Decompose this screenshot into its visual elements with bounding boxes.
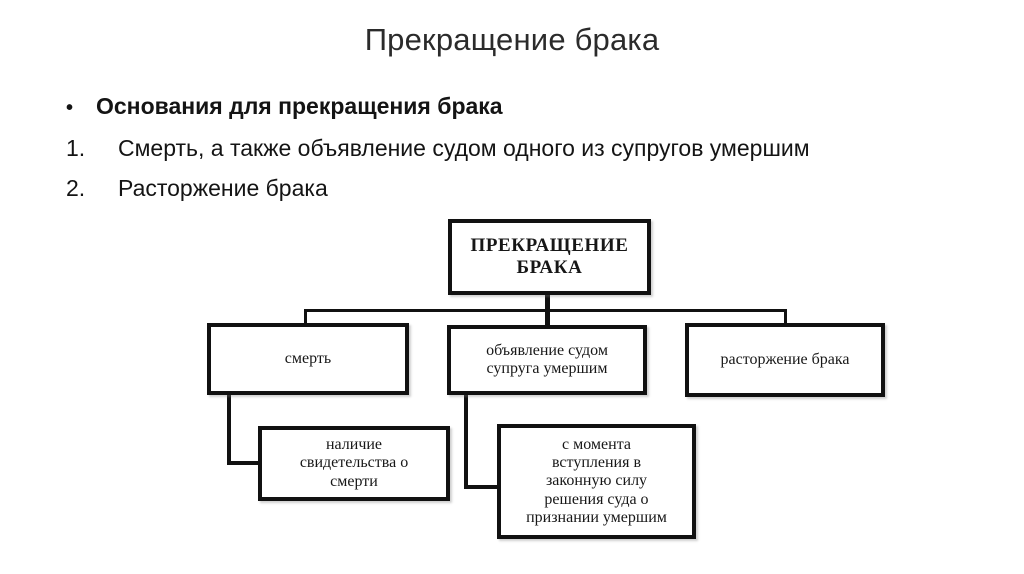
diagram-node-certificate-label: наличие свидетельства о смерти <box>294 436 414 491</box>
diagram-node-certificate-line1: наличие <box>325 435 383 453</box>
list-item-label: Смерть, а также объявление судом одного … <box>118 135 810 161</box>
diagram-node-effect: с момента вступления в законную силу реш… <box>497 424 696 539</box>
connector-declare-effect-vertical <box>464 393 468 489</box>
diagram-node-dissolve-label: расторжение брака <box>714 351 855 369</box>
diagram-node-effect-line2: вступления в <box>551 453 641 471</box>
list-item: 2. Расторжение брака <box>66 168 986 208</box>
diagram-node-root-line1: ПРЕКРАЩЕНИЕ <box>470 235 629 257</box>
diagram-node-effect-line5: признании умершим <box>526 509 667 527</box>
diagram-node-effect-line1: с момента <box>561 435 631 453</box>
diagram-node-root: ПРЕКРАЩЕНИЕ БРАКА <box>448 219 651 295</box>
diagram-node-declare: объявление судом супруга умершим <box>447 325 647 395</box>
list-item-label: Расторжение брака <box>118 175 328 201</box>
connector-death-certificate-horizontal <box>227 461 262 465</box>
connector-drop-dissolve <box>784 309 787 325</box>
list-item: 1. Смерть, а также объявление судом одно… <box>66 128 986 168</box>
list-item-number: 2. <box>66 175 86 201</box>
diagram-node-effect-line3: законную силу <box>545 472 648 490</box>
diagram-node-effect-line4: решения суда о <box>544 490 649 508</box>
diagram-node-death: смерть <box>207 323 409 395</box>
diagram-node-declare-line2: супруга умершим <box>486 360 608 377</box>
diagram-node-root-line2: БРАКА <box>516 257 583 278</box>
connector-root-stem <box>545 294 550 332</box>
connector-declare-effect-horizontal <box>464 485 501 489</box>
bullet-list: • Основания для прекращения брака 1. Сме… <box>66 86 986 208</box>
connector-death-certificate-vertical <box>227 393 231 465</box>
diagram-node-declare-label: объявление судом супруга умершим <box>480 342 614 379</box>
diagram-node-certificate: наличие свидетельства о смерти <box>258 426 450 501</box>
list-item-lead: • Основания для прекращения брака <box>66 86 986 128</box>
connector-horizontal-bus <box>305 309 787 312</box>
diagram-node-root-label: ПРЕКРАЩЕНИЕ БРАКА <box>464 235 634 279</box>
diagram-node-dissolve-line1: расторжение брака <box>720 350 850 368</box>
list-item-number: 1. <box>66 135 86 161</box>
diagram-node-death-label: смерть <box>279 350 337 368</box>
diagram-node-declare-line1: объявление судом <box>486 341 608 359</box>
diagram-node-dissolve: расторжение брака <box>685 323 885 397</box>
diagram-node-death-line1: смерть <box>284 349 332 367</box>
list-item-lead-label: Основания для прекращения брака <box>96 93 503 119</box>
page-title: Прекращение брака <box>364 22 660 57</box>
bullet-marker-icon: • <box>66 97 74 119</box>
connector-drop-death <box>304 309 307 325</box>
diagram-node-effect-label: с момента вступления в законную силу реш… <box>520 436 673 528</box>
diagram-node-certificate-line2: свидетельства о <box>299 454 409 472</box>
diagram-node-certificate-line3: смерти <box>330 472 378 490</box>
